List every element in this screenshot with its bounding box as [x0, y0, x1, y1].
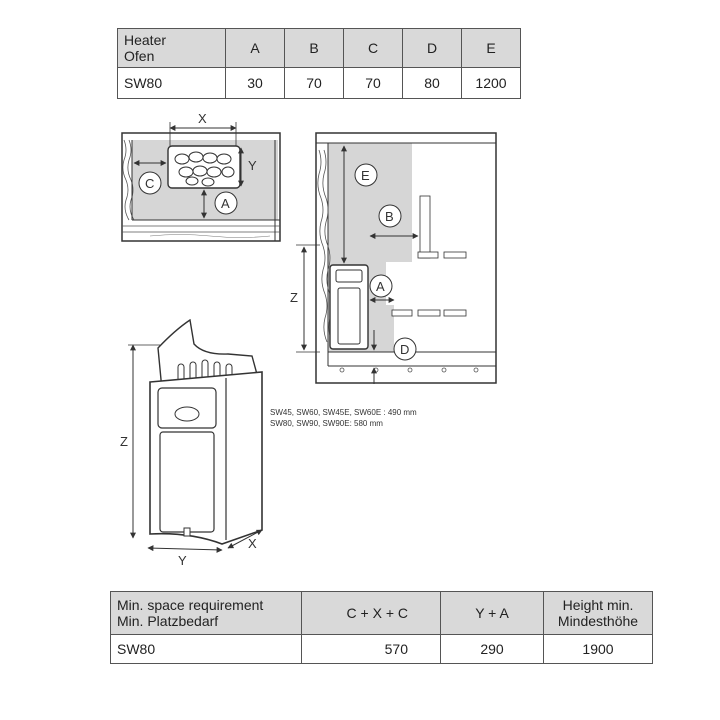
table-header-row: Min. space requirement Min. Platzbedarf … — [110, 591, 653, 635]
label-z-3d: Z — [120, 434, 128, 449]
table-header-row: Heater Ofen A B C D E — [117, 28, 521, 68]
heater-clearance-table: Heater Ofen A B C D E SW80 30 70 70 80 1… — [117, 28, 521, 99]
model-note-line: SW45, SW60, SW45E, SW60E : 490 mm — [270, 408, 417, 417]
label-b: B — [385, 209, 394, 224]
heater-3d-view — [128, 318, 263, 553]
label-x: X — [198, 111, 207, 126]
table-row: SW80 30 70 70 80 1200 — [117, 67, 521, 99]
table-row: SW80 570 290 1900 — [110, 634, 653, 664]
header-e: E — [461, 28, 521, 68]
header-space: Min. space requirement Min. Platzbedarf — [110, 591, 302, 635]
header-d: D — [402, 28, 462, 68]
cell-a: 30 — [225, 67, 285, 99]
label-a-side: A — [376, 279, 385, 294]
header-ya: Y + A — [440, 591, 544, 635]
label-x-3d: X — [248, 536, 257, 551]
cell-height: 1900 — [543, 634, 653, 664]
cell-model: SW80 — [117, 67, 226, 99]
header-c: C — [343, 28, 403, 68]
header-a: A — [225, 28, 285, 68]
model-note: SW45, SW60, SW45E, SW60E : 490 mm SW80, … — [270, 407, 417, 429]
cell-ya: 290 — [440, 634, 544, 664]
cell-d: 80 — [402, 67, 462, 99]
label-y: Y — [248, 158, 257, 173]
header-cxc: C + X + C — [301, 591, 441, 635]
cell-cxc: 570 — [301, 634, 441, 664]
space-requirement-table: Min. space requirement Min. Platzbedarf … — [110, 591, 653, 664]
label-d: D — [400, 342, 409, 357]
cell-e: 1200 — [461, 67, 521, 99]
side-view — [296, 132, 497, 384]
header-height: Height min. Mindesthöhe — [543, 591, 653, 635]
cell-c: 70 — [343, 67, 403, 99]
label-a-plan: A — [221, 196, 230, 211]
header-heater: Heater Ofen — [117, 28, 226, 68]
label-c: C — [145, 176, 154, 191]
label-y-3d: Y — [178, 553, 187, 568]
cell-model: SW80 — [110, 634, 302, 664]
label-z-side: Z — [290, 290, 298, 305]
plan-view — [121, 122, 281, 242]
cell-b: 70 — [284, 67, 344, 99]
label-e: E — [361, 168, 370, 183]
model-note-line: SW80, SW90, SW90E: 580 mm — [270, 419, 383, 428]
